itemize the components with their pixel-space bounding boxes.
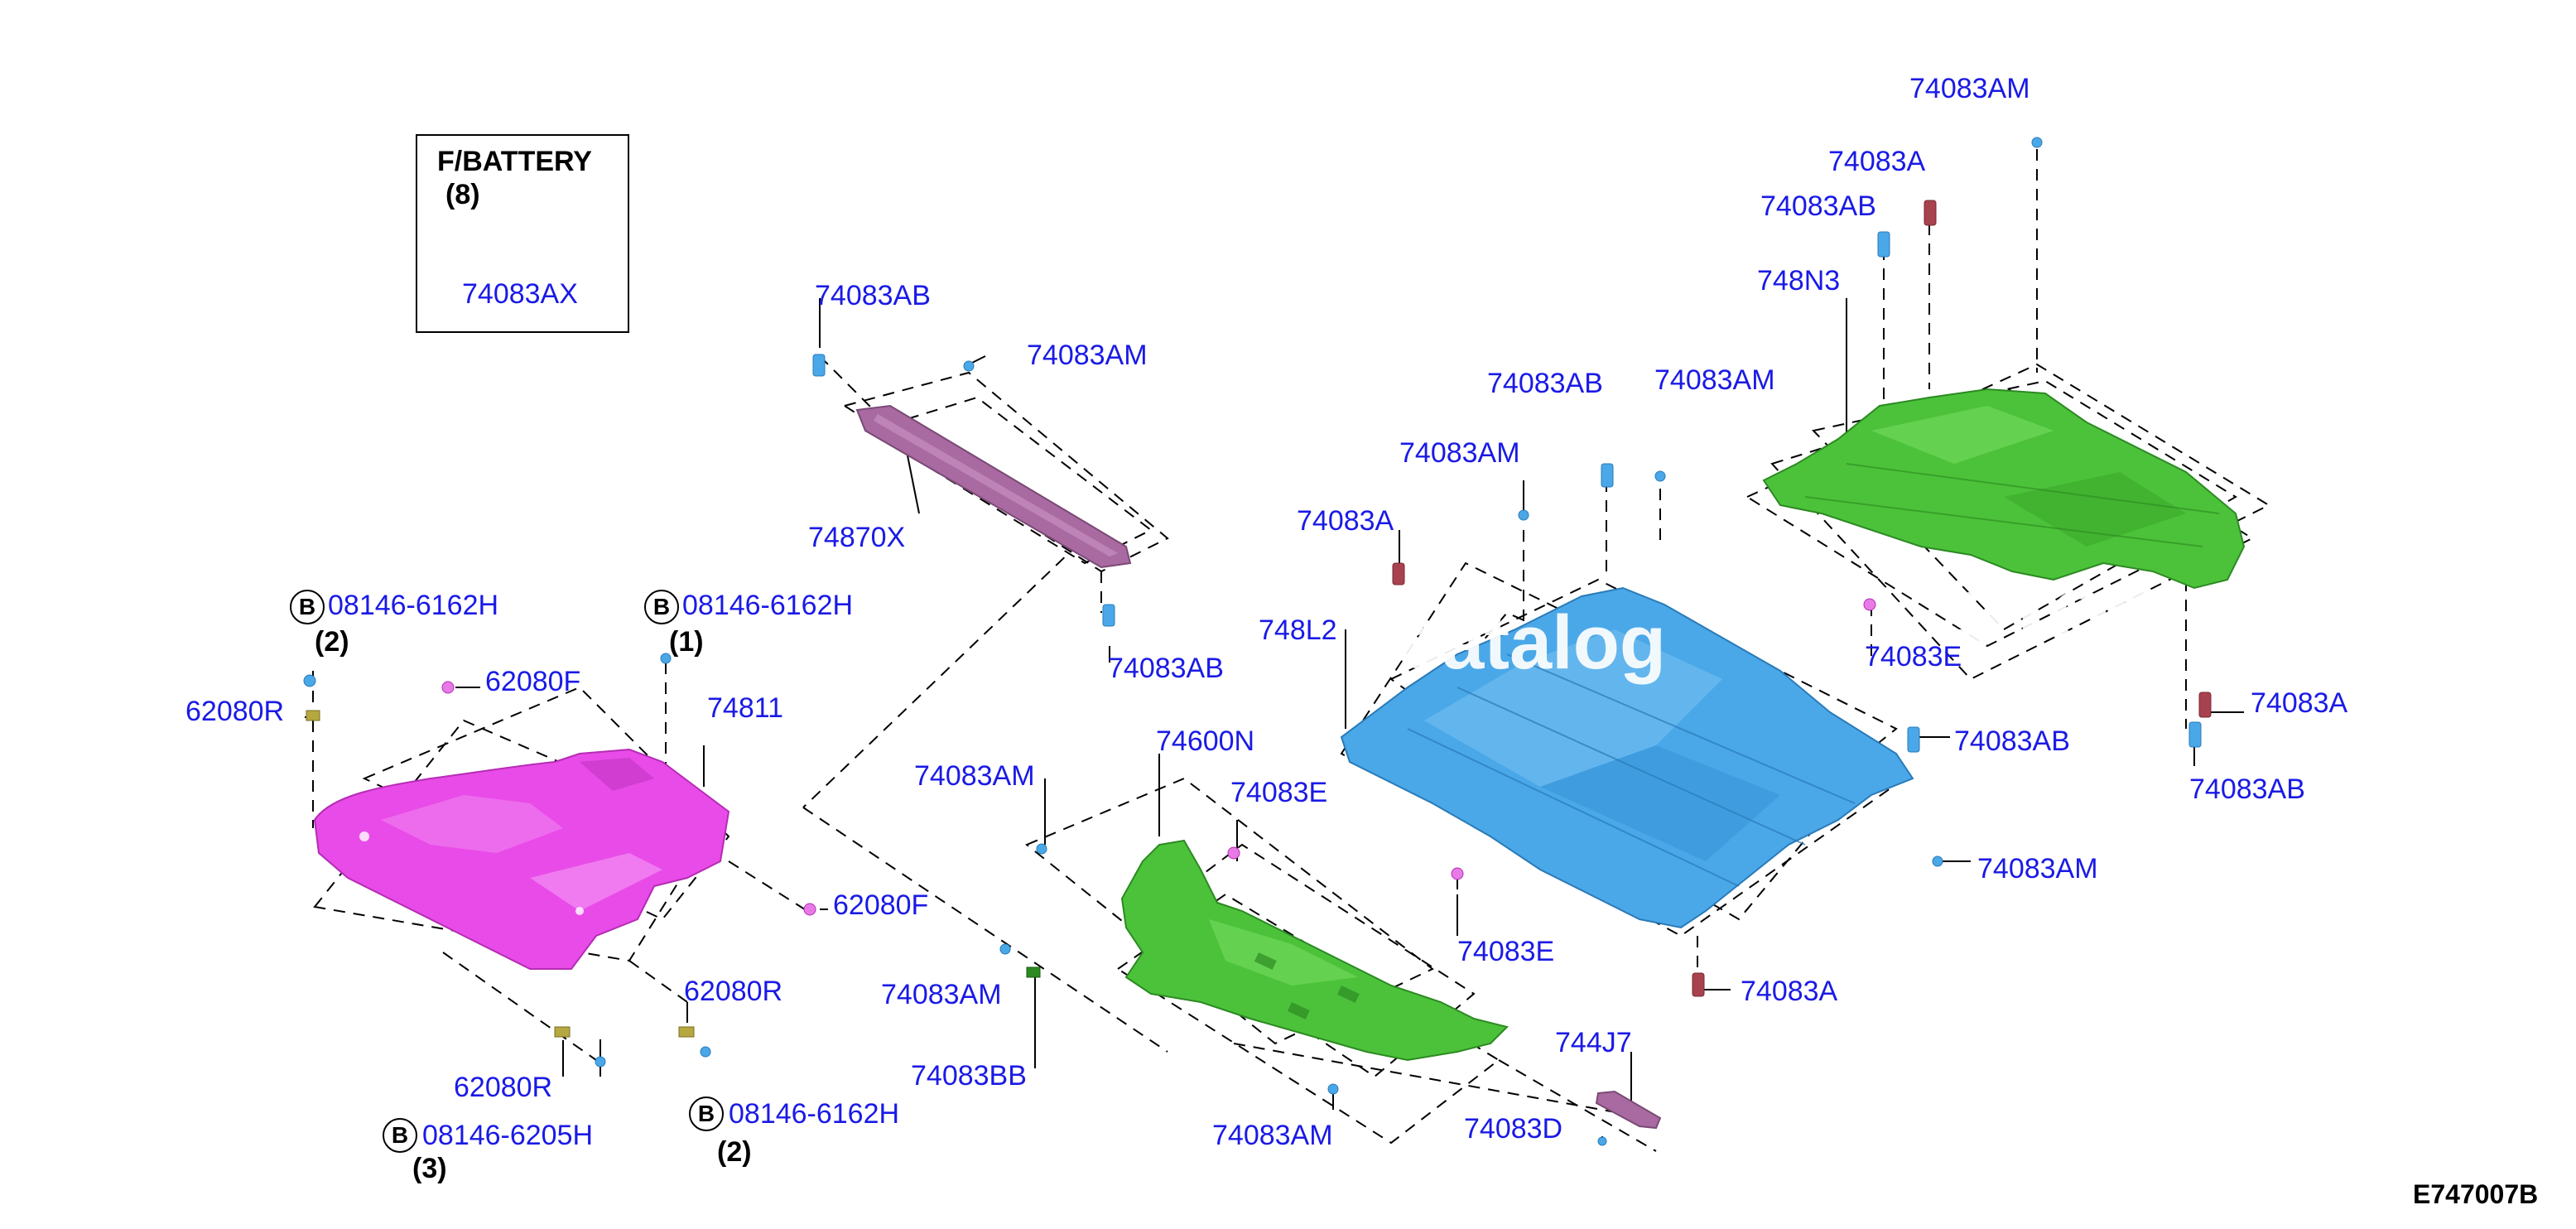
part-label[interactable]: 748N3 — [1757, 265, 1841, 296]
bolt-marker-icon: B — [383, 1118, 417, 1153]
bolt-marker-icon: B — [290, 590, 325, 624]
bolt-callout-qty: (2) — [315, 626, 349, 658]
f-battery-inset: F/BATTERY (8) 74083AX — [416, 134, 629, 333]
part-label[interactable]: 74083AB — [1760, 190, 1876, 222]
bolt-callout-part[interactable]: 08146-6205H — [422, 1120, 594, 1151]
part-label[interactable]: 74811 — [707, 692, 784, 724]
part-label[interactable]: 748L2 — [1259, 614, 1337, 646]
part-label[interactable]: 62080F — [485, 666, 581, 697]
part-label[interactable]: 74083E — [1230, 777, 1328, 808]
part-label[interactable]: 74083AM — [1212, 1120, 1333, 1151]
part-label[interactable]: 74083AB — [1108, 653, 1224, 684]
part-label[interactable]: 74083AM — [881, 979, 1002, 1010]
figure-id: E747007B — [2413, 1179, 2539, 1209]
bolt-callout-part[interactable]: 08146-6162H — [729, 1098, 900, 1130]
bolt-callout-qty: (2) — [717, 1136, 752, 1168]
blue-center-under-cover — [1340, 586, 1914, 929]
bolt-callout-part[interactable]: 08146-6162H — [328, 590, 499, 621]
part-label[interactable]: 74083AM — [1654, 364, 1775, 396]
part-label[interactable]: 74083A — [2251, 687, 2348, 719]
part-label[interactable]: 74083A — [1297, 505, 1394, 537]
magenta-under-cover — [313, 748, 730, 970]
bolt-callout-qty: (1) — [669, 626, 704, 658]
part-label[interactable]: 62080R — [454, 1072, 553, 1103]
bolt-callout-qty: (3) — [412, 1153, 447, 1184]
inset-qty: (8) — [445, 179, 480, 210]
part-label[interactable]: 62080R — [684, 976, 783, 1007]
part-label[interactable]: 74083AM — [914, 760, 1035, 792]
part-label[interactable]: 74083AB — [1954, 725, 2070, 757]
part-label[interactable]: 74083A — [1741, 976, 1838, 1007]
bolt-marker-icon: B — [644, 590, 679, 624]
green-front-under-cover — [1120, 839, 1509, 1062]
part-label[interactable]: 74083AM — [1977, 853, 2098, 884]
watermark-text: STOR — [1954, 576, 2164, 660]
part-label[interactable]: 74083AB — [1487, 368, 1603, 399]
inset-title: F/BATTERY — [437, 146, 592, 177]
diagonal-bar-panel — [855, 404, 1132, 569]
inset-part-label[interactable]: 74083AX — [462, 278, 578, 310]
part-label[interactable]: 74083AM — [1027, 340, 1148, 371]
bolt-callout-part[interactable]: 08146-6162H — [682, 590, 854, 621]
small-bracket-744J7 — [1595, 1090, 1662, 1130]
part-label[interactable]: 74083BB — [911, 1060, 1027, 1092]
part-label[interactable]: 74083AB — [815, 280, 931, 311]
part-label[interactable]: 62080F — [833, 889, 929, 921]
part-label[interactable]: 74083E — [1457, 936, 1555, 967]
part-label[interactable]: 74083AB — [2189, 774, 2305, 805]
part-label[interactable]: 74083E — [1865, 641, 1962, 672]
bolt-marker-icon: B — [689, 1096, 724, 1131]
part-label[interactable]: 74870X — [808, 522, 906, 553]
part-label[interactable]: 74083AM — [1399, 437, 1520, 469]
part-label[interactable]: 74083A — [1828, 146, 1926, 177]
part-label[interactable]: 74083AM — [1909, 73, 2030, 104]
part-label[interactable]: 744J7 — [1555, 1027, 1632, 1058]
watermark-text: catalog — [1399, 600, 1667, 685]
part-label[interactable]: 62080R — [185, 696, 285, 727]
green-rear-under-cover — [1762, 388, 2246, 590]
part-label[interactable]: 74600N — [1156, 725, 1255, 757]
part-label[interactable]: 74083D — [1464, 1113, 1563, 1145]
